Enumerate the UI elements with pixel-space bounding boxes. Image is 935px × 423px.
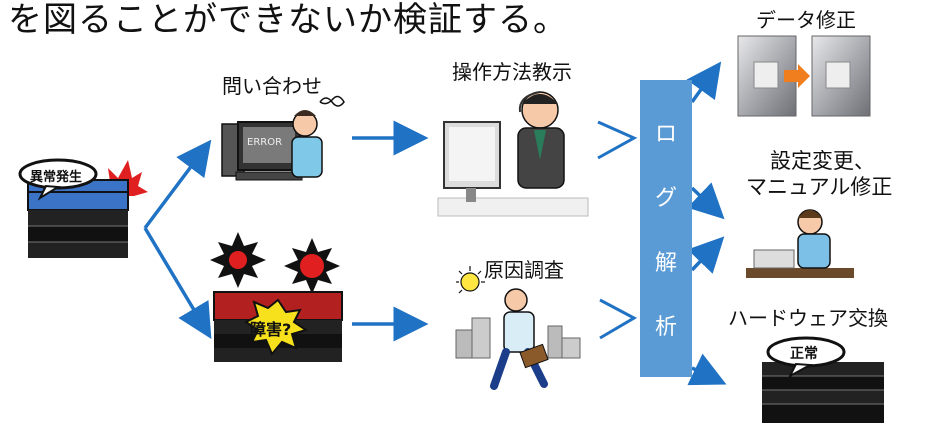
heading-text: を図ることができないか検証する。: [8, 0, 568, 40]
investigation-label: 原因調査: [484, 258, 564, 282]
data-fix-illustration: [737, 35, 871, 117]
failure-badge-label: 障害?: [250, 320, 292, 339]
settings-illustration: [746, 209, 854, 278]
settings-label-line1: 設定変更、: [770, 149, 875, 173]
log-char-4: 析: [654, 314, 677, 340]
sun-icon: [460, 272, 480, 292]
normal-server: [762, 336, 884, 423]
log-char-1: ロ: [654, 122, 677, 148]
settings-label-line2: マニュアル修正: [746, 175, 893, 199]
hardware-label: ハードウェア交換: [728, 306, 888, 330]
operator-label: 操作方法教示: [452, 60, 572, 84]
left-server: [18, 158, 148, 258]
connector-top: [597, 120, 638, 160]
log-char-3: 解: [654, 250, 677, 276]
output-arrows: [686, 61, 727, 386]
error-screen-text: ERROR: [247, 137, 283, 148]
arrow-right-icon: [784, 64, 810, 88]
operator-illustration: [437, 91, 589, 217]
normal-badge-label: 正常: [790, 346, 818, 362]
inquiry-label: 問い合わせ: [222, 74, 322, 98]
scribble-icon: [319, 95, 345, 107]
data-fix-label: データ修正: [756, 8, 856, 32]
investigation-illustration: [455, 266, 581, 390]
failure-server: [210, 232, 343, 362]
error-badge-label: 異常発生: [30, 170, 83, 185]
inquiry-illustration: [221, 95, 345, 181]
branch-arrows: [143, 139, 212, 340]
log-analysis-bar: ロ グ 解 析: [640, 80, 692, 377]
log-char-2: グ: [654, 186, 677, 212]
connector-bottom: [599, 298, 638, 340]
